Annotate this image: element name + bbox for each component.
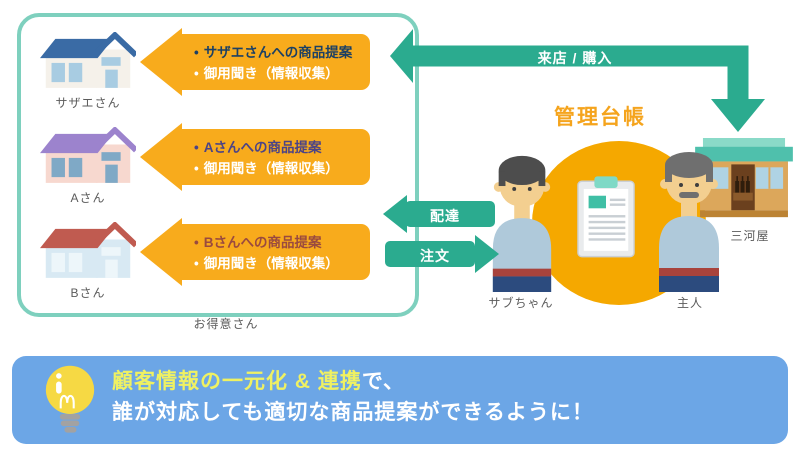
house-sazae-icon — [40, 32, 136, 88]
house-b-icon — [40, 222, 136, 278]
customers-group-label: お得意さん — [193, 317, 259, 331]
callout-line2: 誰が対応しても適切な商品提案ができるように！ — [112, 401, 594, 424]
banner-sazae-line2: 御用聞き（情報収集） — [203, 66, 339, 81]
bullet-icon: • — [194, 66, 199, 81]
bullet-icon: • — [194, 235, 199, 250]
banner-b-line2: 御用聞き（情報収集） — [203, 256, 339, 271]
person-master-icon — [659, 152, 719, 292]
visit-purchase-label: 来店 / 購入 — [537, 50, 613, 66]
house-a-label: Aさん — [70, 191, 106, 205]
bullet-icon: • — [194, 140, 199, 155]
proposal-arrow-tip-sazae — [140, 28, 182, 96]
callout-text: 顧客情報の一元化 & 連携で、 誰が対応しても適切な商品提案ができるように！ — [112, 366, 594, 428]
visit-purchase-arrowhead-down-icon — [711, 99, 765, 132]
delivery-arrowhead-icon — [383, 195, 407, 233]
callout-line1-suffix: で、 — [361, 370, 406, 393]
visit-purchase-arrow — [412, 45, 749, 99]
person-master-label: 主人 — [676, 296, 703, 310]
clipboard-icon — [577, 176, 635, 258]
callout-highlight: 顧客情報の一元化 & 連携 — [112, 370, 362, 393]
lightbulb-icon — [45, 365, 95, 433]
callout-line1: 顧客情報の一元化 & 連携で、 — [112, 366, 594, 397]
order-arrowhead-icon — [475, 235, 499, 273]
banner-a-line2: 御用聞き（情報収集） — [203, 161, 339, 176]
house-b-label: Bさん — [70, 286, 106, 300]
order-arrow — [385, 241, 475, 267]
proposal-banner-b: • Bさんへの商品提案 • 御用聞き（情報収集） — [181, 224, 370, 280]
bullet-icon: • — [194, 256, 199, 271]
proposal-arrow-tip-b — [140, 218, 182, 286]
bullet-icon: • — [194, 45, 199, 60]
delivery-label: 配達 — [430, 208, 460, 224]
house-sazae-label: サザエさん — [55, 96, 121, 110]
person-subchan-label: サブちゃん — [488, 296, 554, 310]
proposal-banner-a: • Aさんへの商品提案 • 御用聞き（情報収集） — [181, 129, 370, 185]
house-a-icon — [40, 127, 136, 183]
delivery-arrow — [405, 201, 495, 227]
banner-b-line1: Bさんへの商品提案 — [203, 235, 322, 250]
proposal-banner-sazae: • サザエさんへの商品提案 • 御用聞き（情報収集） — [181, 34, 370, 90]
banner-sazae-line1: サザエさんへの商品提案 — [203, 45, 353, 60]
banner-a-line1: Aさんへの商品提案 — [203, 140, 322, 155]
visit-purchase-arrowhead-left-icon — [390, 29, 413, 83]
bullet-icon: • — [194, 161, 199, 176]
store-icon — [695, 138, 793, 218]
callout-banner — [12, 356, 788, 444]
proposal-arrow-tip-a — [140, 123, 182, 191]
order-label: 注文 — [420, 248, 450, 264]
person-subchan-icon — [492, 155, 552, 292]
store-label: 三河屋 — [730, 229, 770, 243]
ledger-title: 管理台帳 — [554, 106, 646, 129]
